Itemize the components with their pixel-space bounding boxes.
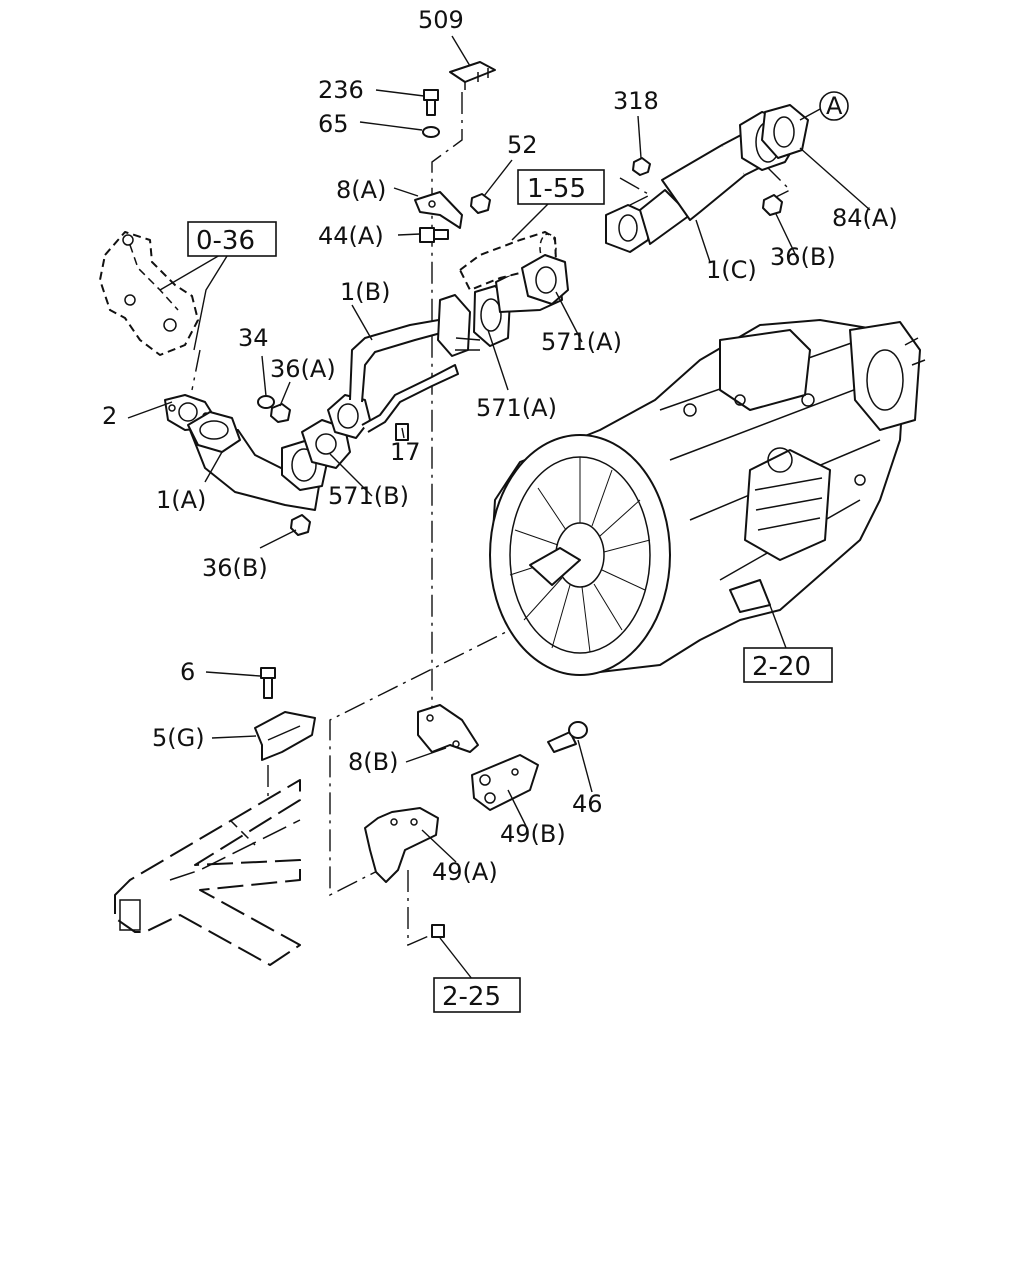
label-2: 2 (102, 402, 117, 430)
stud-17 (395, 423, 409, 441)
label-49b: 49(B) (500, 820, 566, 848)
frame-rail (114, 779, 301, 966)
bracket-509 (449, 61, 496, 90)
pipe-1b (327, 317, 459, 439)
front-pipe-1a (187, 411, 329, 511)
bracket-5g (254, 711, 316, 761)
label-49a: 49(A) (432, 858, 498, 886)
bracket-8b (417, 704, 479, 753)
label-84a: 84(A) (832, 204, 898, 232)
nut-36b-upper (762, 194, 783, 216)
label-52: 52 (507, 131, 538, 159)
label-571a-upper: 571(A) (541, 328, 622, 356)
washer-65 (422, 126, 440, 138)
label-44a: 44(A) (318, 222, 384, 250)
bracket-49a (364, 807, 439, 883)
ref-1-55-label: 1-55 (527, 174, 586, 204)
ref-box-0-36[interactable]: 0-36 (187, 221, 277, 257)
label-46: 46 (572, 790, 603, 818)
ref-box-1-55[interactable]: 1-55 (517, 169, 605, 205)
bracket-49b (471, 754, 539, 811)
circle-ref-a: A (819, 91, 849, 121)
label-5g: 5(G) (152, 724, 205, 752)
center-lines (191, 92, 792, 947)
ref-box-2-25[interactable]: 2-25 (433, 977, 521, 1013)
label-36b-upper: 36(B) (770, 243, 836, 271)
label-236: 236 (318, 76, 364, 104)
nut-318 (632, 157, 651, 176)
label-36b-lower: 36(B) (202, 554, 268, 582)
nut-36a (270, 403, 291, 423)
label-8a: 8(A) (336, 176, 386, 204)
label-65: 65 (318, 110, 349, 138)
transmission-assembly (489, 319, 926, 676)
label-509: 509 (418, 6, 464, 34)
ref-box-2-20[interactable]: 2-20 (743, 647, 833, 683)
nut-52 (470, 193, 491, 214)
nut-36b-lower (290, 514, 311, 536)
label-318: 318 (613, 87, 659, 115)
part-labels: 509 236 65 52 318 8(A) 44(A) 1(B) 34 36(… (102, 6, 898, 886)
label-1c: 1(C) (706, 256, 757, 284)
bracket-8a (414, 191, 463, 229)
bolt-44a (419, 227, 449, 243)
label-571b: 571(B) (328, 482, 409, 510)
bolt-46 (547, 721, 588, 753)
bolt-2-25 (431, 924, 445, 938)
washer-34 (257, 395, 275, 409)
label-571a-lower: 571(A) (476, 394, 557, 422)
label-6: 6 (180, 658, 195, 686)
exhaust-brake-unit (459, 231, 557, 291)
label-34: 34 (238, 324, 269, 352)
label-1a: 1(A) (156, 486, 206, 514)
circle-ref-a-label: A (826, 92, 843, 120)
label-17: 17 (390, 438, 421, 466)
ref-2-20-label: 2-20 (752, 652, 811, 682)
label-1b: 1(B) (340, 278, 390, 306)
label-36a: 36(A) (270, 355, 336, 383)
ref-0-36-label: 0-36 (196, 226, 255, 256)
bolt-236 (423, 89, 439, 116)
leader-lines (127, 35, 871, 985)
label-8b: 8(B) (348, 748, 398, 776)
ref-2-25-label: 2-25 (442, 982, 501, 1012)
exhaust-manifold (99, 231, 199, 356)
bolt-6 (260, 667, 276, 699)
